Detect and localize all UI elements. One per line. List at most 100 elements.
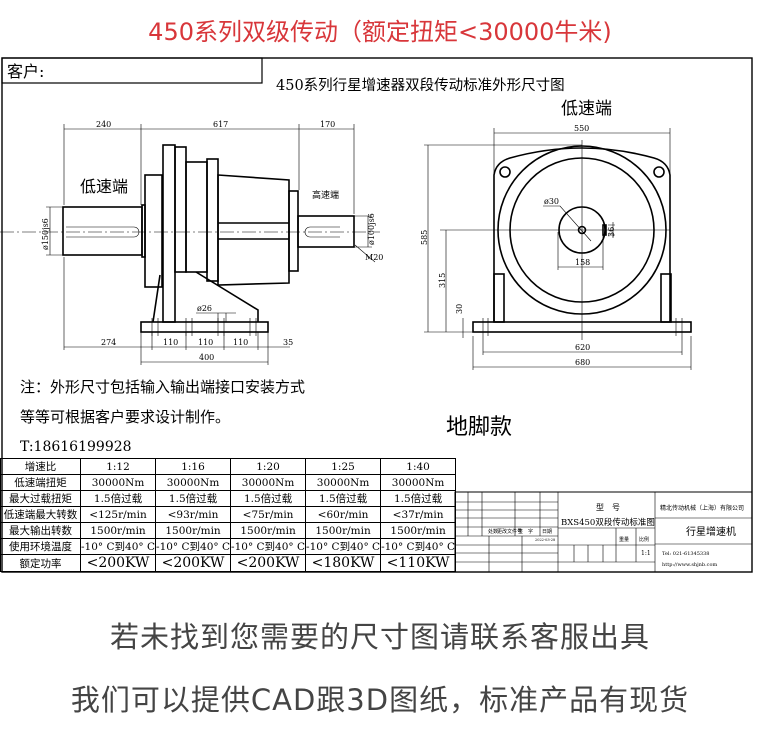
product-name: 行星增速机 — [686, 525, 736, 538]
table-cell: 1500r/min — [230, 522, 307, 539]
header-cell: 1:40 — [380, 458, 457, 475]
low-speed-label: 低速端 — [80, 177, 128, 196]
table-cell: -10° C到40° C — [305, 538, 382, 555]
note-line-1: 注：外形尺寸包括输入输出端接口安装方式 — [20, 378, 305, 396]
dim-680: 680 — [575, 358, 590, 367]
dim-240: 240 — [96, 120, 111, 129]
dim-274: 274 — [101, 338, 116, 347]
title-block: 处数 更改文件号 签 字 日期 2022-03-28 型 号 BXS450双段传… — [454, 491, 753, 573]
dim-550: 550 — [574, 124, 589, 133]
table-cell: -10° C到40° C — [380, 538, 457, 555]
table-row: 最大过载扭矩 1.5倍过载 1.5倍过载 1.5倍过载 1.5倍过载 1.5倍过… — [0, 490, 457, 507]
dim-thread: M20 — [365, 253, 383, 262]
dim-35: 35 — [283, 338, 293, 347]
dim-620: 620 — [575, 343, 590, 352]
table-row: 使用环境温度 -10° C到40° C -10° C到40° C -10° C到… — [0, 538, 457, 555]
company-name: 精北传动机械（上海）有限公司 — [660, 504, 744, 512]
rev-header-doc: 更改文件号 — [497, 528, 522, 535]
dim-110a: 110 — [163, 338, 178, 347]
table-cell: <110KW — [380, 554, 457, 572]
table-row: 最大输出转数 1500r/min 1500r/min 1500r/min 150… — [0, 522, 457, 539]
company-tel: Tel: 021-61345338 — [662, 551, 709, 557]
dim-110b: 110 — [198, 338, 213, 347]
table-cell: <180KW — [305, 554, 382, 572]
row-label: 额定功率 — [0, 554, 81, 572]
table-cell: 1500r/min — [305, 522, 382, 539]
table-cell: 1.5倍过载 — [305, 490, 382, 507]
front-low-speed-label: 低速端 — [561, 99, 612, 119]
table-row: 额定功率 <200KW <200KW <200KW <180KW <110KW — [0, 554, 457, 572]
header-cell: 1:20 — [230, 458, 307, 475]
dim-shaft-low: ø150js6 — [41, 218, 50, 250]
footer-line-2: 我们可以提供CAD跟3D图纸，标准产品有现货 — [70, 683, 690, 717]
dim-617: 617 — [213, 120, 228, 129]
row-label: 最大输出转数 — [0, 522, 81, 539]
table-cell: -10° C到40° C — [79, 538, 157, 555]
table-cell: 30000Nm — [155, 474, 232, 491]
table-cell: <125r/min — [79, 506, 157, 523]
drawing-name: BXS450双段传动标准图 — [561, 517, 655, 528]
rev-header-date: 日期 — [542, 529, 552, 535]
scale-label: 比例 — [639, 536, 649, 543]
page-title: 450系列双级传动（额定扭矩<30000牛米) — [148, 18, 612, 46]
note-line-2: 等等可根据客户要求设计制作。 — [20, 408, 230, 426]
header-cell: 增速比 — [0, 458, 81, 475]
table-row: 低速端扭矩 30000Nm 30000Nm 30000Nm 30000Nm 30… — [0, 474, 457, 491]
company-web: http://www.shjnb.com — [662, 562, 717, 568]
table-header-row: 增速比 1:12 1:16 1:20 1:25 1:40 — [0, 458, 457, 475]
drawing-frame — [1, 57, 753, 573]
customer-label: 客户: — [7, 62, 44, 81]
table-cell: 1.5倍过载 — [79, 490, 157, 507]
table-cell: 30000Nm — [305, 474, 382, 491]
front-view: 低速端 550 585 315 30 620 680 158 ø30 36 — [420, 99, 692, 370]
table-cell: 1.5倍过载 — [380, 490, 457, 507]
dim-shaft-high: ø100js6 — [367, 213, 376, 245]
side-view: 240 617 170 274 110 110 110 35 400 ø26 ø… — [0, 120, 383, 365]
row-label: 最大过载扭矩 — [0, 490, 81, 507]
table-cell: <200KW — [230, 554, 307, 572]
dim-hole: ø26 — [197, 304, 212, 313]
table-cell: 1.5倍过载 — [230, 490, 307, 507]
model-label: 型 号 — [596, 503, 620, 512]
rev-header-sign: 签 字 — [518, 528, 533, 535]
table-cell: <60r/min — [305, 506, 382, 523]
high-speed-label: 高速端 — [312, 189, 339, 201]
dim-585: 585 — [420, 230, 429, 245]
table-cell: 30000Nm — [380, 474, 457, 491]
rev-header-count: 处数 — [488, 528, 498, 535]
dim-key: 36 — [607, 227, 616, 237]
drawing-title: 450系列行星增速器双段传动标准外形尺寸图 — [276, 77, 565, 94]
table-cell: <37r/min — [380, 506, 457, 523]
table-cell: -10° C到40° C — [230, 538, 307, 555]
revision-date: 2022-03-28 — [535, 538, 555, 542]
dim-170: 170 — [320, 120, 335, 129]
table-cell: 1500r/min — [380, 522, 457, 539]
header-cell: 1:16 — [155, 458, 232, 475]
customer-box[interactable] — [1, 57, 263, 84]
dim-bore: ø30 — [544, 197, 559, 206]
table-row: 低速端最大转数 <125r/min <93r/min <75r/min <60r… — [0, 506, 457, 523]
table-cell: <93r/min — [155, 506, 232, 523]
row-label: 使用环境温度 — [0, 538, 81, 555]
phone-number: T:18616199928 — [20, 439, 132, 455]
table-cell: 1500r/min — [79, 522, 157, 539]
spec-table: 增速比 1:12 1:16 1:20 1:25 1:40 低速端扭矩 30000… — [0, 458, 457, 572]
footer-line-1: 若未找到您需要的尺寸图请联系客服出具 — [109, 620, 650, 654]
weight-label: 重量 — [619, 536, 629, 543]
scale-value: 1:1 — [641, 550, 651, 557]
table-cell: <200KW — [155, 554, 232, 572]
header-cell: 1:12 — [79, 458, 157, 475]
table-cell: <200KW — [79, 554, 157, 572]
table-cell: 1.5倍过载 — [155, 490, 232, 507]
dim-110c: 110 — [233, 338, 248, 347]
table-cell: 1500r/min — [155, 522, 232, 539]
dim-158: 158 — [575, 258, 590, 267]
table-cell: 30000Nm — [79, 474, 157, 491]
row-label: 低速端扭矩 — [0, 474, 81, 491]
table-cell: <75r/min — [230, 506, 307, 523]
header-cell: 1:25 — [305, 458, 382, 475]
mount-type-label: 地脚款 — [446, 415, 512, 440]
row-label: 低速端最大转数 — [0, 506, 81, 523]
dim-30: 30 — [455, 304, 464, 314]
